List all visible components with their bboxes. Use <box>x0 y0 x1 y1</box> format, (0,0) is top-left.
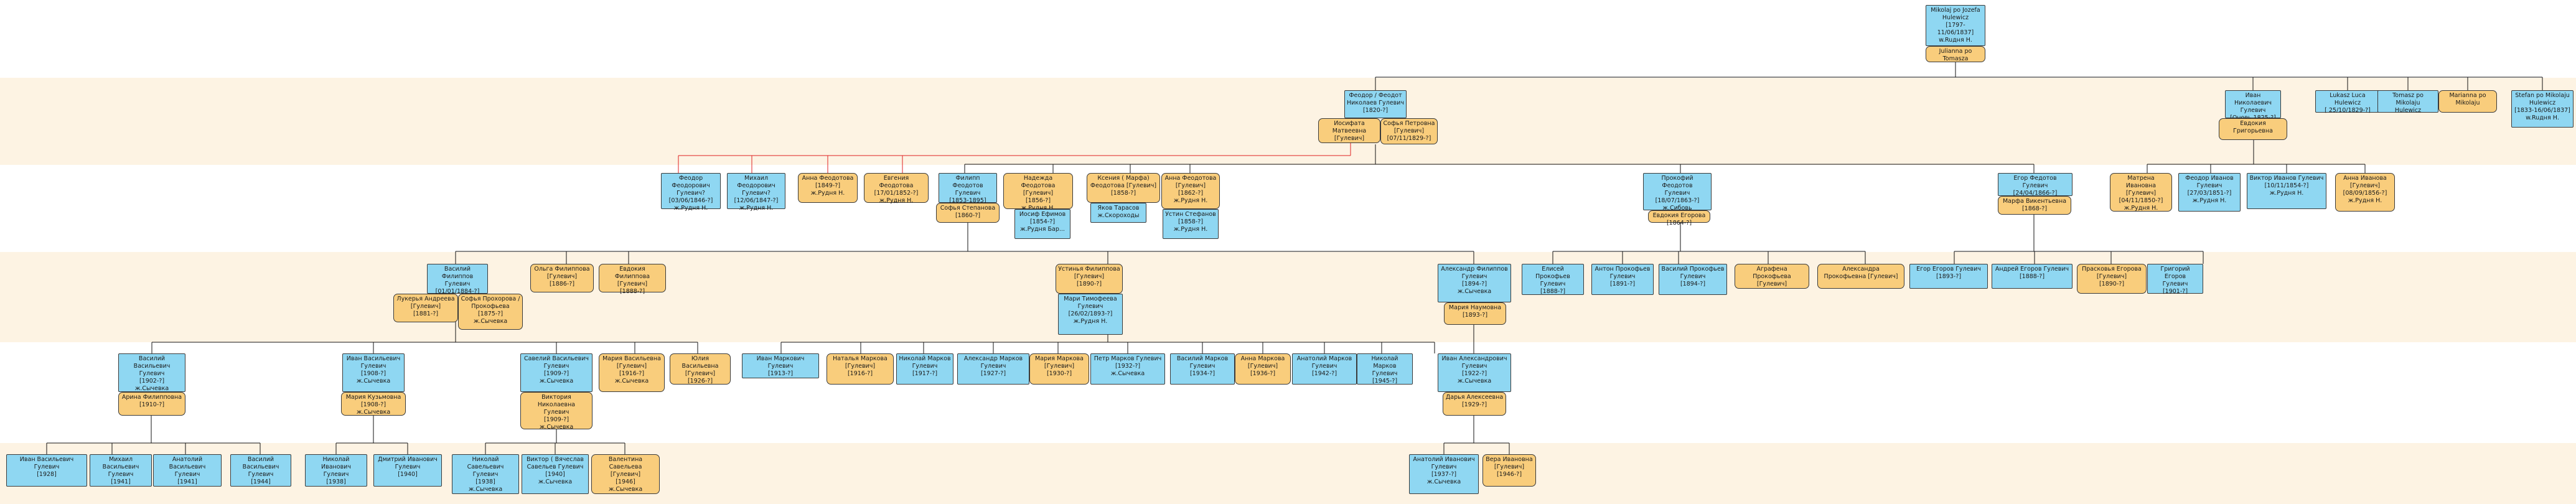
person-elisey-prokofiev[interactable]: Елисей Прокофьев Гулевич [1888-?] <box>1522 264 1584 295</box>
person-marfa-vikentievna[interactable]: Марфа Викентьевна [1868-?] <box>1998 196 2071 215</box>
generation-band-2 <box>0 78 2576 165</box>
person-vasily-vasilievich[interactable]: Василий Васильевич Гулевич [1902-?] ж.Сы… <box>118 353 185 392</box>
person-ivan-markovich[interactable]: Иван Маркович Гулевич [1913-?] <box>742 353 819 378</box>
person-anna-markova[interactable]: Анна Маркова [Гулевич] [1936-?] <box>1235 353 1291 385</box>
person-anna-feodotova-1[interactable]: Анна Феодотова [1849-?] ж.Рудня Н. <box>798 173 858 203</box>
person-mikolaj[interactable]: Mikolaj po Jozefa Hulewicz [1797-11/06/1… <box>1926 5 1985 46</box>
person-filipp-feodotov[interactable]: Филипп Феодотов Гулевич [1853-1895] <box>939 173 997 204</box>
person-anatoly-vasilievich[interactable]: Анатолий Васильевич Гулевич [1941] <box>153 454 222 487</box>
person-anna-feodotova-2[interactable]: Анна Феодотова [Гулевич] [1862-?] ж.Рудн… <box>1161 173 1220 209</box>
person-stefan[interactable]: Stefan po Mikolaju Hulewicz [1833-16/06/… <box>2511 90 2574 128</box>
person-prokofy-feodotov[interactable]: Прокофий Феодотов Гулевич [18/07/1863-?]… <box>1643 173 1712 212</box>
person-ivan-nikolaevich[interactable]: Иван Николаевич Гулевич [Оновь 1825-?] <box>2225 90 2281 121</box>
person-feodor-feodorovich[interactable]: Феодор Феодорович Гулевич? [03/06/1846-?… <box>661 173 721 212</box>
person-evdokia-egorova[interactable]: Евдокия Егорова [1864-?] <box>1648 210 1710 226</box>
person-aleksandr-filippov[interactable]: Александр Филиппов Гулевич [1894-?] ж.Сы… <box>1438 264 1511 302</box>
person-natalia-markova[interactable]: Наталья Маркова [Гулевич] [1916-?] <box>827 353 894 385</box>
person-aleksandra-prokofievna[interactable]: Александра Прокофьевна [Гулевич] <box>1817 264 1904 289</box>
person-maria-kuzmovna[interactable]: Мария Кузьмовна [1908-?] ж.Сычевка <box>341 392 406 416</box>
person-nikolay-markov-2[interactable]: Николай Марков Гулевич [1945-?] <box>1357 353 1413 385</box>
person-sofia-prokhorova[interactable]: Софья Прохорова / Прокофьева [1875-?] ж.… <box>458 294 523 330</box>
person-vasily-filippov[interactable]: Василий Филиппов Гулевич [01/01/1884-?] <box>427 264 488 295</box>
person-viktor-ivanov[interactable]: Виктор Иванов Гулевич [10/11/1854-?] ж.Р… <box>2247 173 2326 209</box>
person-iosifata[interactable]: Иосифата Матвеевна [Гулевич] <box>1318 118 1380 143</box>
person-lukasz[interactable]: Lukasz Luca Hulewicz [ 25/10/1829-?] <box>2315 90 2380 114</box>
person-maria-naumovna[interactable]: Мария Наумовна [1893-?] <box>1444 302 1506 325</box>
person-vasily-prokofiev[interactable]: Василий Прокофьев Гулевич [1894-?] <box>1659 264 1727 295</box>
person-ivan-vasilievich-jr[interactable]: Иван Васильевич Гулевич [1928] <box>6 454 87 487</box>
person-ksenia-feodotova[interactable]: Ксения ( Марфа) Феодотова [Гулевич] [185… <box>1087 173 1160 203</box>
person-egor-fedotov[interactable]: Егор Федотов Гулевич [24/04/1866-?] <box>1998 173 2073 197</box>
person-nikolay-markov[interactable]: Николай Марков Гулевич [1917-?] <box>896 353 953 385</box>
person-tomasz[interactable]: Tomasz po Mikolaju Hulewicz <box>2377 90 2438 114</box>
person-vasily-markov[interactable]: Василий Марков Гулевич [1934-?] <box>1170 353 1235 385</box>
person-viktor-savelievich[interactable]: Виктор ( Вячеслав Савельев Гулевич [1940… <box>522 454 589 494</box>
person-olga-filippova[interactable]: Ольга Филиппова [Гулевич] [1886-?] <box>530 264 594 292</box>
person-dmitry-ivanovich[interactable]: Дмитрий Иванович Гулевич [1940] <box>373 454 442 487</box>
person-egor-egorov[interactable]: Егор Егоров Гулевич [1893-?] <box>1909 264 1988 289</box>
person-viktoria-nikolaevna[interactable]: Виктория Николаевна Гулевич [1909-?] ж.С… <box>520 392 592 431</box>
person-nikolay-savelievich[interactable]: Николай Савельевич Гулевич [1938] ж.Сыче… <box>452 454 519 494</box>
person-feodor[interactable]: Феодор / Феодот Николаев Гулевич [1820-?… <box>1344 90 1407 118</box>
person-feodor-ivanov[interactable]: Феодор Иванов Гулевич [27/03/1851-?] ж.Р… <box>2178 173 2241 212</box>
person-yakov-tarasov[interactable]: Яков Тарасов ж.Скороходы <box>1090 203 1146 223</box>
person-evdokia-filippova[interactable]: Евдокия Филиппова [Гулевич] [1888-?] <box>599 264 666 295</box>
person-mikhail-vasilievich[interactable]: Михаил Васильевич Гулевич [1941] <box>90 454 152 487</box>
person-maria-vasilievna[interactable]: Мария Васильевна [Гулевич] [1916-?] ж.Сы… <box>599 353 665 392</box>
person-ustinya-filippova[interactable]: Устинья Филиппова [Гулевич] [1890-?] <box>1056 264 1123 294</box>
person-ivan-vasilievich[interactable]: Иван Васильевич Гулевич [1908-?] ж.Сычев… <box>342 353 405 392</box>
person-vasily-vasilievich-jr[interactable]: Василий Васильевич Гулевич [1944] <box>230 454 291 487</box>
person-matrena-ivanovna[interactable]: Матрена Ивановна [Гулевич] [04/11/1850-?… <box>2110 173 2172 212</box>
person-sofia-stepanova[interactable]: Софья Степанова [1860-?] <box>936 203 1000 223</box>
person-anatoly-markov[interactable]: Анатолий Марков Гулевич [1942-?] <box>1292 353 1357 385</box>
person-nadezhda-feodotova[interactable]: Надежда Феодотова [Гулевич] [1856-?] ж.Р… <box>1003 173 1073 212</box>
person-agrafena-prokofieva[interactable]: Аграфена Прокофьева [Гулевич] <box>1735 264 1809 289</box>
person-evdokia-grigorievna[interactable]: Евдокия Григорьевна <box>2219 118 2287 140</box>
person-arina-filippovna[interactable]: Арина Филипповна [1910-?] <box>118 392 185 416</box>
person-mikhail-feodorovich[interactable]: Михаил Феодорович Гулевич? [12/06/1847-?… <box>727 173 785 212</box>
person-valentina-savelieva[interactable]: Валентина Савельева [Гулевич] [1946] ж.С… <box>591 454 660 494</box>
person-ivan-aleksandrovich[interactable]: Иван Александрович Гулевич [1922-?] ж.Сы… <box>1438 353 1511 392</box>
person-julianna[interactable]: Julianna po Tomasza <box>1926 46 1985 62</box>
person-yulia-vasilievna[interactable]: Юлия Васильевна [Гулевич] [1926-?] <box>670 353 731 385</box>
person-maria-timofeeva[interactable]: Мари Тимофеева Гулевич [26/02/1893-?] ж.… <box>1058 294 1123 335</box>
person-aleksandr-markov[interactable]: Александр Марков Гулевич [1927-?] <box>957 353 1029 385</box>
person-maria-markova[interactable]: Мария Маркова [Гулевич] [1930-?] <box>1029 353 1089 385</box>
person-grigory-egorov[interactable]: Григорий Егоров Гулевич [1901-?] <box>2147 264 2203 295</box>
person-nikolay-ivanovich[interactable]: Николай Иванович Гулевич [1938] <box>305 454 367 487</box>
person-anatoly-ivanovich[interactable]: Анатолий Иванович Гулевич [1937-?] ж.Сыч… <box>1409 454 1479 494</box>
person-petr-markov[interactable]: Петр Марков Гулевич [1932-?] ж.Сычевка <box>1090 353 1165 385</box>
person-darya-alekseevna[interactable]: Дарья Алексеевна [1929-?] <box>1443 392 1506 416</box>
person-savely-vasilievich[interactable]: Савелий Васильевич Гулевич [1909-?] ж.Сы… <box>520 353 592 392</box>
person-ustin-stefanov[interactable]: Устин Стефанов [1858-?] ж.Рудня Н. <box>1163 209 1219 239</box>
person-andrey-egorov[interactable]: Андрей Егоров Гулевич [1888-?] <box>1992 264 2073 289</box>
person-lukeria-andreeva[interactable]: Лукерья Андреева [Гулевич] [1881-?] <box>393 294 458 322</box>
person-vera-ivanovna[interactable]: Вера Ивановна [Гулевич] [1946-?] <box>1482 454 1536 487</box>
person-marianna[interactable]: Marianna po Mikolaju <box>2438 90 2497 113</box>
person-anna-ivanova[interactable]: Анна Иванова [Гулевич] [08/09/1856-?] ж.… <box>2335 173 2395 212</box>
person-anton-prokofiev[interactable]: Антон Прокофьев Гулевич [1891-?] <box>1591 264 1654 295</box>
person-sofia-petrovna[interactable]: Софья Петровна [Гулевич] [07/11/1829-?] <box>1380 118 1438 144</box>
person-iosif-efimov[interactable]: Иосиф Ефимов [1854-?] ж.Рудня Бар... <box>1014 209 1070 239</box>
person-praskovya-egorova[interactable]: Прасковья Егорова [Гулевич] [1890-?] <box>2077 264 2147 294</box>
person-evgenia-feodotova[interactable]: Евгения Феодотова [17/01/1852-?] ж.Рудня… <box>864 173 929 204</box>
